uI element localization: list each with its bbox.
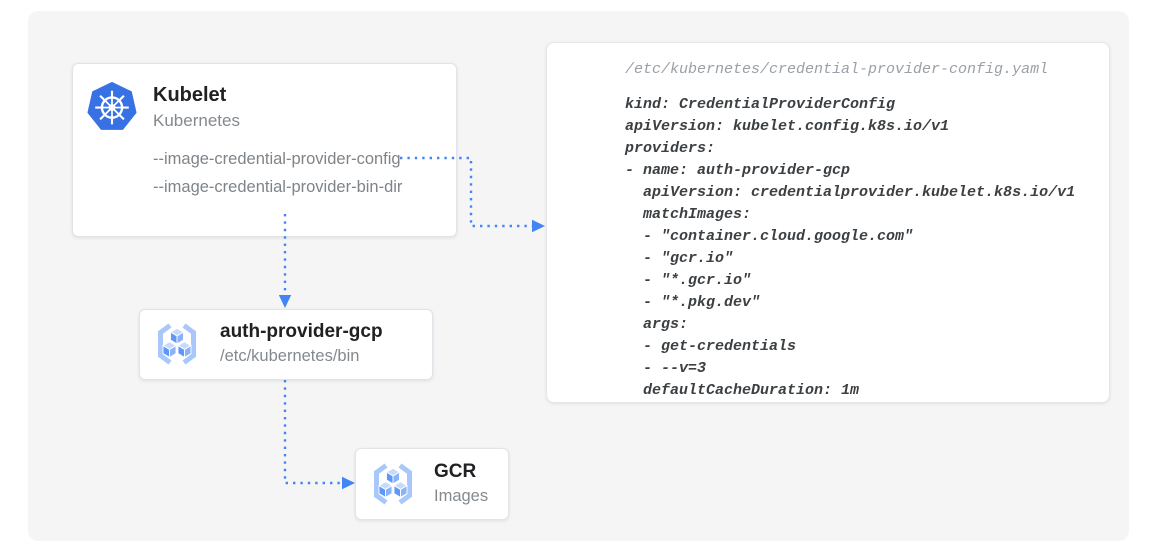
yaml-line: matchImages:	[625, 206, 752, 223]
yaml-line: args:	[625, 316, 689, 333]
flag-image-credential-provider-config: --image-credential-provider-config	[153, 150, 401, 168]
node-kubelet: Kubelet Kubernetes --image-credential-pr…	[72, 63, 457, 237]
yaml-line: apiVersion: kubelet.config.k8s.io/v1	[625, 118, 950, 135]
yaml-line: - "container.cloud.google.com"	[625, 228, 914, 245]
yaml-filename: /etc/kubernetes/credential-provider-conf…	[625, 61, 1049, 78]
gcr-icon	[374, 463, 412, 505]
yaml-line: apiVersion: credentialprovider.kubelet.k…	[625, 184, 1076, 201]
yaml-config-panel: /etc/kubernetes/credential-provider-conf…	[546, 42, 1110, 403]
yaml-line: defaultCacheDuration: 1m	[625, 382, 860, 399]
yaml-line: - "gcr.io"	[625, 250, 734, 267]
kubernetes-icon	[87, 81, 137, 130]
yaml-line: kind: CredentialProviderConfig	[625, 96, 896, 113]
yaml-line: - --v=3	[625, 360, 707, 377]
yaml-line: - "*.gcr.io"	[625, 272, 752, 289]
yaml-line: - "*.pkg.dev"	[625, 294, 761, 311]
yaml-line: - get-credentials	[625, 338, 797, 355]
yaml-line: providers:	[625, 140, 716, 157]
gcr-title: GCR	[434, 461, 477, 482]
gcr-icon	[158, 323, 196, 365]
yaml-line: - name: auth-provider-gcp	[625, 162, 851, 179]
kubelet-subtitle: Kubernetes	[153, 111, 240, 130]
kubelet-flags: --image-credential-provider-config --ima…	[153, 145, 402, 201]
node-gcr: GCR Images	[355, 448, 509, 520]
auth-provider-title: auth-provider-gcp	[220, 321, 383, 342]
gcr-subtitle: Images	[434, 487, 489, 505]
node-auth-provider-gcp: auth-provider-gcp /etc/kubernetes/bin	[139, 309, 433, 380]
flag-image-credential-provider-bin-dir: --image-credential-provider-bin-dir	[153, 178, 403, 196]
auth-provider-subtitle: /etc/kubernetes/bin	[220, 347, 360, 365]
kubelet-title: Kubelet	[153, 84, 227, 106]
